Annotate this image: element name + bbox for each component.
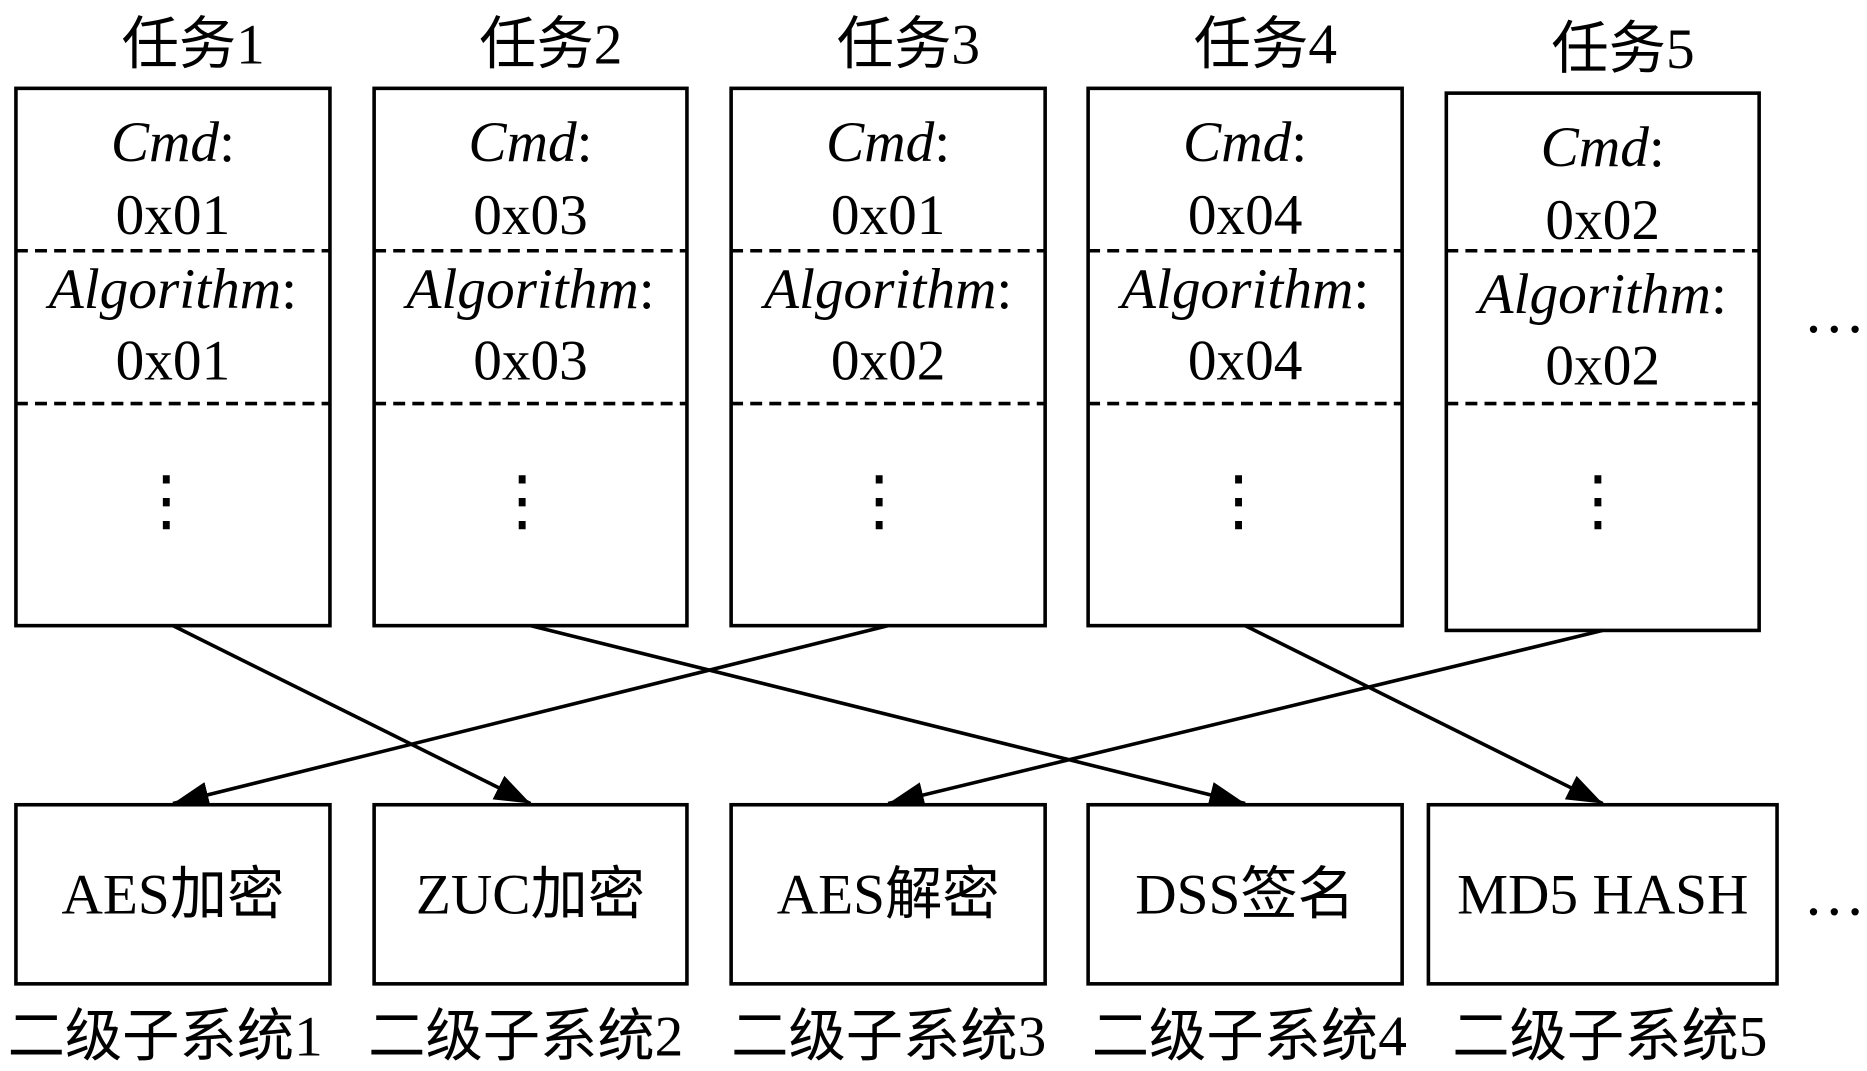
subsystem-box	[1086, 802, 1404, 986]
field-separator: :	[1649, 116, 1665, 179]
arrow-task-3-to-subsystem-1	[172, 623, 889, 808]
more-fields-vertical-ellipsis: ⋮	[846, 461, 913, 539]
subsystem-label: 二级子系统5	[1452, 1005, 1767, 1068]
cmd-value: 0x01	[831, 184, 946, 247]
algorithm-key: Algorithm	[402, 258, 638, 321]
algorithm-value: 0x02	[1545, 334, 1660, 397]
task-title: 任务4	[1194, 13, 1337, 76]
field-separator: :	[577, 111, 593, 174]
cmd-key: Cmd	[1183, 111, 1292, 174]
subsystem-name: DSS签名	[1135, 863, 1355, 926]
arrow-layer	[172, 623, 1604, 808]
task-box	[1086, 86, 1404, 628]
cmd-key: Cmd	[1541, 116, 1650, 179]
subsystem-name: AES加密	[62, 863, 285, 926]
task-title: 任务1	[122, 13, 265, 76]
subsystem-box	[1426, 802, 1779, 986]
subsystem-label: 二级子系统2	[368, 1005, 683, 1068]
algorithm-label: Algorithm:	[1475, 263, 1727, 326]
task-box	[1444, 91, 1761, 633]
cmd-key: Cmd	[111, 111, 220, 174]
subsystem-box	[729, 802, 1047, 986]
more-fields-vertical-ellipsis: ⋮	[489, 461, 556, 539]
cmd-key: Cmd	[468, 111, 577, 174]
more-fields-vertical-ellipsis: ⋮	[1205, 461, 1272, 539]
subsystem-label: 二级子系统3	[731, 1005, 1046, 1068]
task-1: 任务1 Cmd: 0x01 Algorithm: 0x01 ⋮	[14, 13, 332, 628]
arrow-task-2-to-subsystem-4	[530, 623, 1246, 808]
cmd-label: Cmd:	[826, 111, 950, 174]
cmd-key: Cmd	[826, 111, 935, 174]
algorithm-label: Algorithm:	[45, 258, 297, 321]
algorithm-label: Algorithm:	[1117, 258, 1369, 321]
algorithm-key: Algorithm	[1117, 258, 1353, 321]
cmd-label: Cmd:	[1541, 116, 1665, 179]
algorithm-key: Algorithm	[45, 258, 281, 321]
subsystem-5: MD5 HASH 二级子系统5	[1426, 802, 1779, 1068]
field-separator: :	[1353, 258, 1369, 321]
subsystem-box	[372, 802, 689, 986]
subsystem-label: 二级子系统4	[1092, 1005, 1407, 1068]
field-separator: :	[1711, 263, 1727, 326]
field-separator: :	[996, 258, 1012, 321]
field-separator: :	[934, 111, 950, 174]
subsystem-name: AES解密	[777, 863, 1000, 926]
cmd-label: Cmd:	[1183, 111, 1307, 174]
subsystem-1: AES加密 二级子系统1	[8, 802, 332, 1068]
task-2: 任务2 Cmd: 0x03 Algorithm: 0x03 ⋮	[372, 13, 689, 628]
algorithm-label: Algorithm:	[760, 258, 1012, 321]
subsystem-4: DSS签名 二级子系统4	[1086, 802, 1407, 1068]
algorithm-key: Algorithm	[1475, 263, 1711, 326]
task-box	[372, 86, 689, 628]
cmd-value: 0x04	[1188, 184, 1303, 247]
algorithm-value: 0x04	[1188, 330, 1303, 393]
algorithm-value: 0x03	[473, 330, 588, 393]
more-fields-vertical-ellipsis: ⋮	[133, 461, 200, 539]
cmd-label: Cmd:	[468, 111, 592, 174]
algorithm-value: 0x02	[831, 330, 946, 393]
arrow-task-4-to-subsystem-5	[1244, 624, 1604, 806]
task-title: 任务2	[479, 13, 622, 76]
task-box	[729, 86, 1047, 628]
subsystem-2: ZUC加密 二级子系统2	[368, 802, 689, 1068]
cmd-label: Cmd:	[111, 111, 235, 174]
subsystem-name: ZUC加密	[416, 863, 645, 926]
field-separator: :	[219, 111, 235, 174]
more-fields-vertical-ellipsis: ⋮	[1565, 461, 1632, 539]
subsystem-3: AES解密 二级子系统3	[729, 802, 1047, 1068]
algorithm-label: Algorithm:	[402, 258, 654, 321]
subsystem-label: 二级子系统1	[8, 1005, 323, 1068]
task-title: 任务3	[837, 13, 980, 76]
task-3: 任务3 Cmd: 0x01 Algorithm: 0x02 ⋮	[729, 13, 1047, 628]
task-4: 任务4 Cmd: 0x04 Algorithm: 0x04 ⋮	[1086, 13, 1404, 628]
task-box	[14, 86, 332, 628]
task-title: 任务5	[1551, 18, 1694, 81]
subsystem-name: MD5 HASH	[1457, 863, 1748, 926]
subsystem-box	[14, 802, 332, 986]
task-5: 任务5 Cmd: 0x02 Algorithm: 0x02 ⋮	[1444, 18, 1761, 633]
cmd-value: 0x02	[1545, 189, 1660, 252]
arrow-task-1-to-subsystem-2	[172, 624, 532, 806]
cmd-value: 0x01	[116, 184, 231, 247]
more-tasks-ellipsis: …	[1803, 278, 1865, 346]
field-separator: :	[1291, 111, 1307, 174]
field-separator: :	[281, 258, 297, 321]
field-separator: :	[639, 258, 655, 321]
cmd-value: 0x03	[473, 184, 588, 247]
algorithm-key: Algorithm	[760, 258, 996, 321]
more-subsystems-ellipsis: …	[1803, 861, 1865, 929]
algorithm-value: 0x01	[116, 330, 231, 393]
arrow-task-5-to-subsystem-3	[887, 628, 1604, 808]
